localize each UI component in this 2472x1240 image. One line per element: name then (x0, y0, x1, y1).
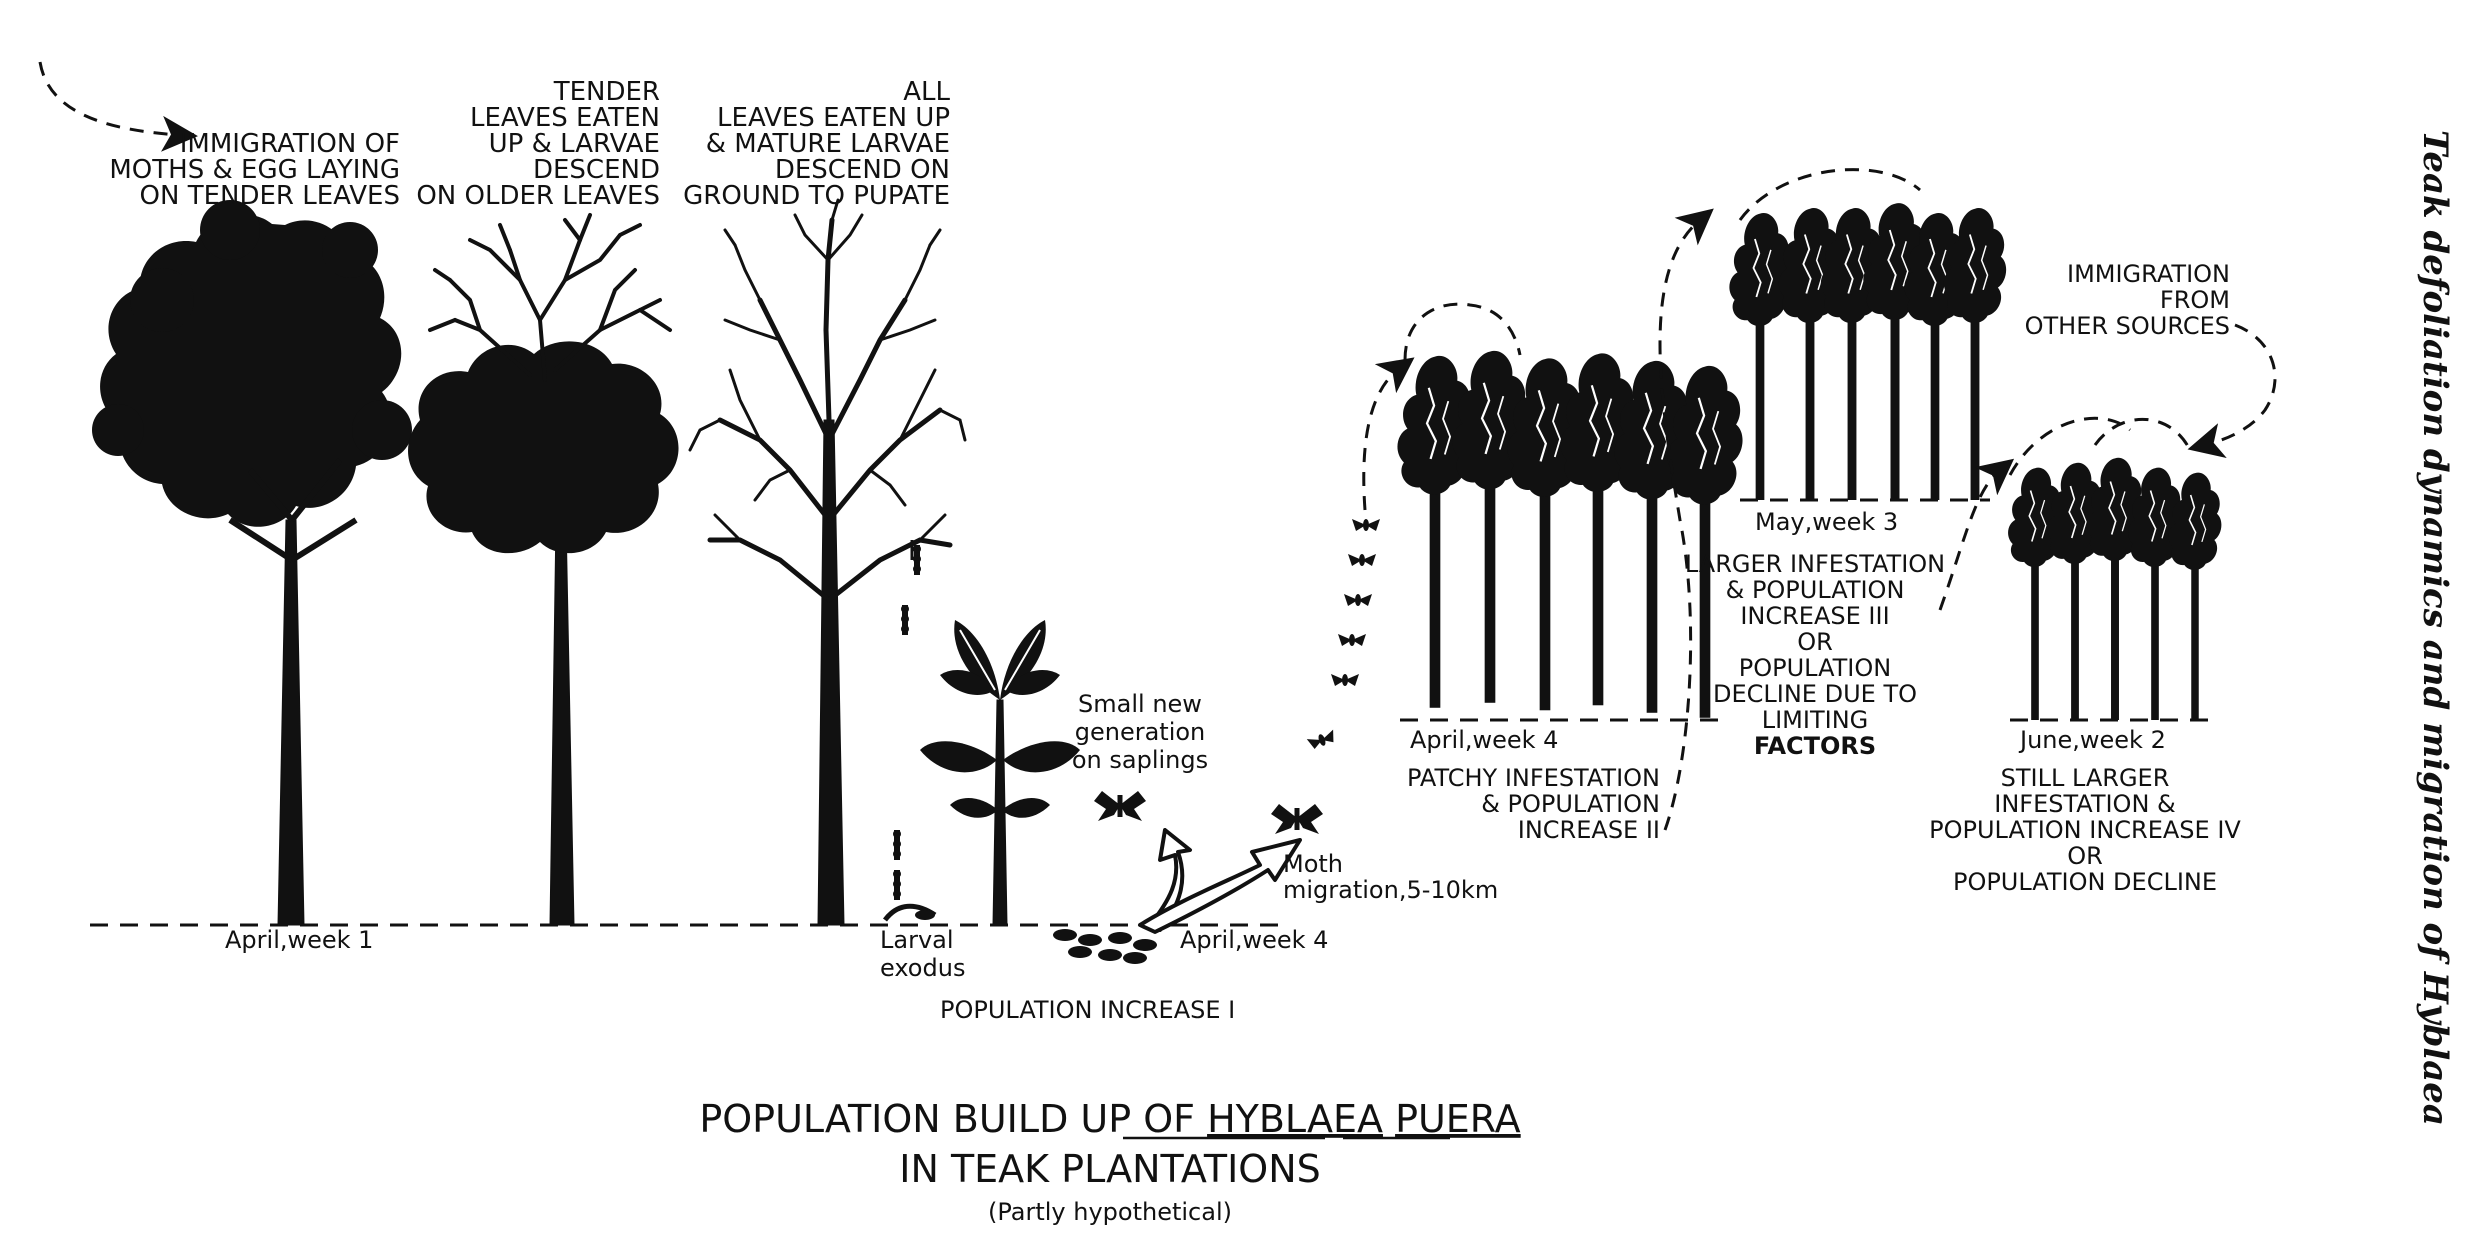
immigration-other-sources-arrow (2205, 325, 2275, 445)
title-gap (1383, 1097, 1395, 1141)
may-week3-label: May,week 3 (1755, 508, 1898, 536)
svg-text:Larval: Larval (880, 926, 954, 954)
svg-text:exodus: exodus (880, 954, 965, 982)
teak-sapling (920, 620, 1080, 925)
svg-text:Small new: Small new (1078, 690, 1202, 718)
svg-text:POPULATION: POPULATION (1739, 654, 1891, 682)
patchy-infestation-label: PATCHY INFESTATION & POPULATION INCREASE… (1407, 764, 1660, 844)
title-prefix: POPULATION BUILD UP OF (699, 1097, 1207, 1141)
side-caption: Teak defoliation dynamics and migration … (2415, 130, 2455, 1126)
canopy-hop-arrow-3 (2010, 418, 2190, 475)
plantation-may-week3 (1729, 203, 2006, 500)
april-week4-ground-label: April,week 4 (1180, 926, 1328, 954)
title-line2: IN TEAK PLANTATIONS (899, 1147, 1321, 1191)
stage2-label: TENDER LEAVES EATEN UP & LARVAE DESCEND … (416, 77, 660, 211)
svg-text:OR: OR (2067, 842, 2103, 870)
teak-tree-full-canopy (92, 200, 412, 925)
small-new-generation-label: Small new generation on saplings (1072, 690, 1208, 774)
svg-text:POPULATION INCREASE IV: POPULATION INCREASE IV (1929, 816, 2241, 844)
svg-text:INCREASE II: INCREASE II (1518, 816, 1660, 844)
immigration-other-sources-label: IMMIGRATION FROM OTHER SOURCES (2025, 260, 2230, 340)
svg-text:INCREASE III: INCREASE III (1740, 602, 1889, 630)
spread-arrow-to-june (1940, 470, 2000, 610)
svg-text:DECLINE DUE TO: DECLINE DUE TO (1713, 680, 1917, 708)
svg-text:ON OLDER LEAVES: ON OLDER LEAVES (416, 181, 660, 211)
svg-text:LIMITING: LIMITING (1762, 706, 1869, 734)
plantation-june-week2 (2008, 458, 2221, 720)
svg-text:LARGER INFESTATION: LARGER INFESTATION (1685, 550, 1945, 578)
title-species: PUERA (1395, 1097, 1521, 1141)
still-larger-infestation-label: STILL LARGER INFESTATION & POPULATION IN… (1929, 764, 2241, 896)
canopy-hop-arrow-1 (1405, 304, 1520, 360)
title-genus: HYBLAEA (1207, 1097, 1383, 1141)
svg-text:on saplings: on saplings (1072, 746, 1208, 774)
june-week2-label: June,week 2 (2018, 726, 2166, 754)
stage3-label: ALL LEAVES EATEN UP & MATURE LARVAE DESC… (683, 77, 950, 211)
svg-text:migration,5-10km: migration,5-10km (1283, 876, 1498, 904)
svg-text:INFESTATION &: INFESTATION & (1994, 790, 2176, 818)
descending-larvae (893, 540, 921, 900)
svg-text:PATCHY INFESTATION: PATCHY INFESTATION (1407, 764, 1660, 792)
svg-text:GROUND TO PUPATE: GROUND TO PUPATE (683, 181, 950, 211)
population-increase-1-label: POPULATION INCREASE I (940, 996, 1235, 1024)
title-line3: (Partly hypothetical) (988, 1198, 1232, 1226)
svg-text:POPULATION BUILD UP OF HYBLAEA: POPULATION BUILD UP OF HYBLAEA PUERA (699, 1097, 1520, 1141)
svg-text:& POPULATION: & POPULATION (1726, 576, 1905, 604)
teak-tree-partial-defoliation (408, 215, 679, 925)
svg-text:IMMIGRATION: IMMIGRATION (2067, 260, 2230, 288)
svg-text:ON TENDER LEAVES: ON TENDER LEAVES (140, 181, 400, 211)
moth-icon (1271, 804, 1323, 834)
spread-arrow-to-may (1660, 220, 1700, 830)
svg-text:FACTORS: FACTORS (1754, 732, 1876, 760)
svg-text:& POPULATION: & POPULATION (1481, 790, 1660, 818)
svg-text:Moth: Moth (1283, 850, 1343, 878)
april-week1-label: April,week 1 (225, 926, 373, 954)
teak-tree-bare (690, 200, 965, 925)
diagram-title: POPULATION BUILD UP OF HYBLAEA PUERA IN … (699, 1097, 1520, 1226)
svg-text:OR: OR (1797, 628, 1833, 656)
svg-text:FROM: FROM (2160, 286, 2230, 314)
moth-flight-marks (1307, 519, 1380, 750)
april-week4-patch-label: April,week 4 (1410, 726, 1558, 754)
moth-icon (1094, 791, 1146, 821)
moth-flight-path (1364, 368, 1400, 510)
larval-exodus-marks (885, 906, 935, 920)
svg-text:POPULATION DECLINE: POPULATION DECLINE (1953, 868, 2217, 896)
svg-text:generation: generation (1075, 718, 1206, 746)
larger-infestation-label: LARGER INFESTATION & POPULATION INCREASE… (1685, 550, 1945, 760)
svg-text:OTHER SOURCES: OTHER SOURCES (2025, 312, 2230, 340)
moth-migration-label: Moth migration,5-10km (1283, 850, 1498, 904)
pupae-on-ground (1053, 929, 1157, 964)
larval-exodus-label: Larval exodus (880, 926, 965, 982)
immigration-arrow-top (40, 62, 180, 135)
stage1-label: IMMIGRATION OF MOTHS & EGG LAYING ON TEN… (109, 129, 400, 211)
svg-text:STILL LARGER: STILL LARGER (2001, 764, 2170, 792)
